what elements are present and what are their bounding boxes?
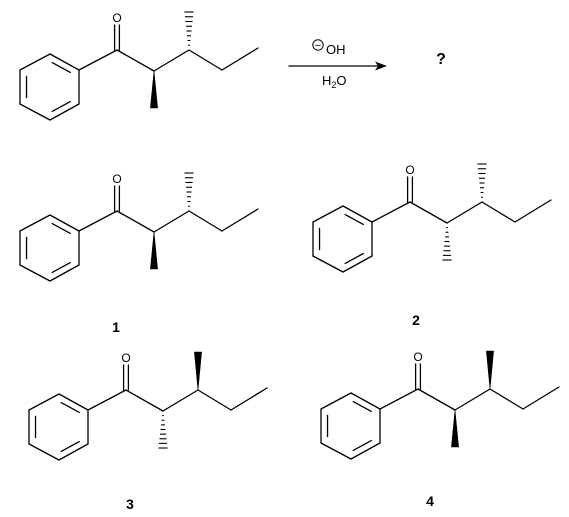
chain-bond-c1-c2 bbox=[125, 389, 164, 412]
aromatic-inner-bond bbox=[352, 400, 372, 413]
chain-bond-c1-c2 bbox=[116, 49, 155, 72]
chain-bond-c1-c2 bbox=[409, 201, 448, 224]
option-label-2: 2 bbox=[412, 312, 420, 328]
chain-bond-c1-c2 bbox=[417, 388, 456, 411]
oxygen-atom-label: O bbox=[112, 11, 121, 25]
chain-bond-c3-c4 bbox=[188, 210, 223, 232]
chain-bond-c3-c4 bbox=[197, 389, 232, 411]
aromatic-inner-bond bbox=[51, 222, 71, 235]
reagent-hydroxide: OH bbox=[326, 42, 346, 57]
option-label-4: 4 bbox=[426, 493, 434, 509]
ring-bond bbox=[19, 53, 51, 71]
ring-bond bbox=[49, 103, 80, 121]
ring-bond bbox=[320, 442, 352, 460]
ring-bond bbox=[350, 392, 381, 410]
ring-bond bbox=[19, 214, 51, 232]
c2-methyl-hash-bond bbox=[158, 415, 168, 449]
c3-methyl-wedge-bond bbox=[486, 350, 494, 390]
ring-bond bbox=[58, 393, 89, 411]
c3-methyl-hash-bond bbox=[184, 11, 194, 46]
chain-bond-c1-c2 bbox=[116, 210, 155, 233]
solvent-water-subscript: 2 bbox=[331, 80, 336, 90]
ring-bond bbox=[342, 205, 373, 223]
aromatic-inner-bond bbox=[51, 100, 71, 113]
ring-bond bbox=[49, 214, 80, 232]
molecule-reactant: O bbox=[19, 11, 259, 121]
aromatic-inner-bond bbox=[344, 213, 364, 226]
chain-bond-c4-c5 bbox=[514, 199, 552, 223]
negative-charge-circle bbox=[312, 39, 324, 51]
option-label-3: 3 bbox=[126, 496, 134, 512]
aromatic-inner-bond bbox=[51, 261, 71, 274]
chain-bond-c3-c4 bbox=[188, 49, 223, 71]
reaction-arrow-head bbox=[375, 61, 387, 71]
aromatic-inner-bond bbox=[51, 61, 71, 74]
aromatic-inner-bond bbox=[352, 439, 372, 452]
phenyl-carbonyl-bond bbox=[78, 210, 118, 232]
chain-bond-c4-c5 bbox=[221, 208, 259, 232]
ring-bond bbox=[320, 392, 352, 410]
oxygen-atom-label: O bbox=[413, 350, 422, 364]
phenyl-carbonyl-bond bbox=[371, 201, 411, 223]
chain-bond-c2-c3 bbox=[446, 201, 483, 224]
oxygen-atom-label: O bbox=[112, 172, 121, 186]
chain-bond-c2-c3 bbox=[162, 389, 199, 412]
aromatic-inner-bond bbox=[344, 252, 364, 265]
ring-bond bbox=[312, 255, 344, 273]
reaction-arrow-group: − OH H2O ? bbox=[288, 39, 446, 90]
c2-methyl-wedge-bond bbox=[150, 231, 158, 270]
chain-bond-c4-c5 bbox=[230, 387, 268, 411]
aromatic-inner-bond bbox=[60, 440, 80, 453]
ring-bond bbox=[342, 255, 373, 273]
ring-bond bbox=[28, 443, 60, 461]
chain-bond-c2-c3 bbox=[153, 210, 190, 233]
c3-methyl-wedge-bond bbox=[194, 351, 202, 391]
chain-bond-c3-c4 bbox=[481, 201, 516, 223]
c2-methyl-wedge-bond bbox=[150, 70, 158, 109]
solvent-water: H2O bbox=[322, 73, 347, 90]
solvent-water-o: O bbox=[336, 73, 346, 88]
option-label-1: 1 bbox=[112, 319, 120, 335]
molecule-option-4: O bbox=[320, 350, 560, 460]
aromatic-inner-bond bbox=[60, 401, 80, 414]
chain-bond-c2-c3 bbox=[153, 49, 190, 72]
ring-bond bbox=[19, 103, 51, 121]
solvent-water-h: H bbox=[322, 73, 331, 88]
c3-methyl-hash-bond bbox=[184, 172, 194, 207]
ring-bond bbox=[49, 264, 80, 282]
ring-bond bbox=[49, 53, 80, 71]
phenyl-carbonyl-bond bbox=[87, 389, 127, 411]
ring-bond bbox=[28, 393, 60, 411]
phenyl-carbonyl-bond bbox=[78, 49, 118, 71]
c3-methyl-hash-bond bbox=[477, 163, 487, 198]
chain-bond-c4-c5 bbox=[522, 386, 560, 410]
molecule-option-3: O bbox=[28, 351, 268, 461]
ring-bond bbox=[19, 264, 51, 282]
molecule-option-2: O bbox=[312, 163, 552, 273]
ring-bond bbox=[350, 442, 381, 460]
product-question-mark: ? bbox=[436, 51, 446, 68]
ring-bond bbox=[58, 443, 89, 461]
c2-methyl-wedge-bond bbox=[451, 409, 459, 448]
chain-bond-c3-c4 bbox=[489, 388, 524, 410]
chain-bond-c2-c3 bbox=[454, 388, 491, 411]
oxygen-atom-label: O bbox=[121, 351, 130, 365]
ring-bond bbox=[312, 205, 344, 223]
c2-methyl-hash-bond bbox=[442, 227, 452, 261]
negative-charge-sign: − bbox=[315, 40, 321, 52]
chain-bond-c4-c5 bbox=[221, 47, 259, 71]
oxygen-atom-label: O bbox=[405, 163, 414, 177]
molecule-option-1: O bbox=[19, 172, 259, 282]
phenyl-carbonyl-bond bbox=[379, 388, 419, 410]
